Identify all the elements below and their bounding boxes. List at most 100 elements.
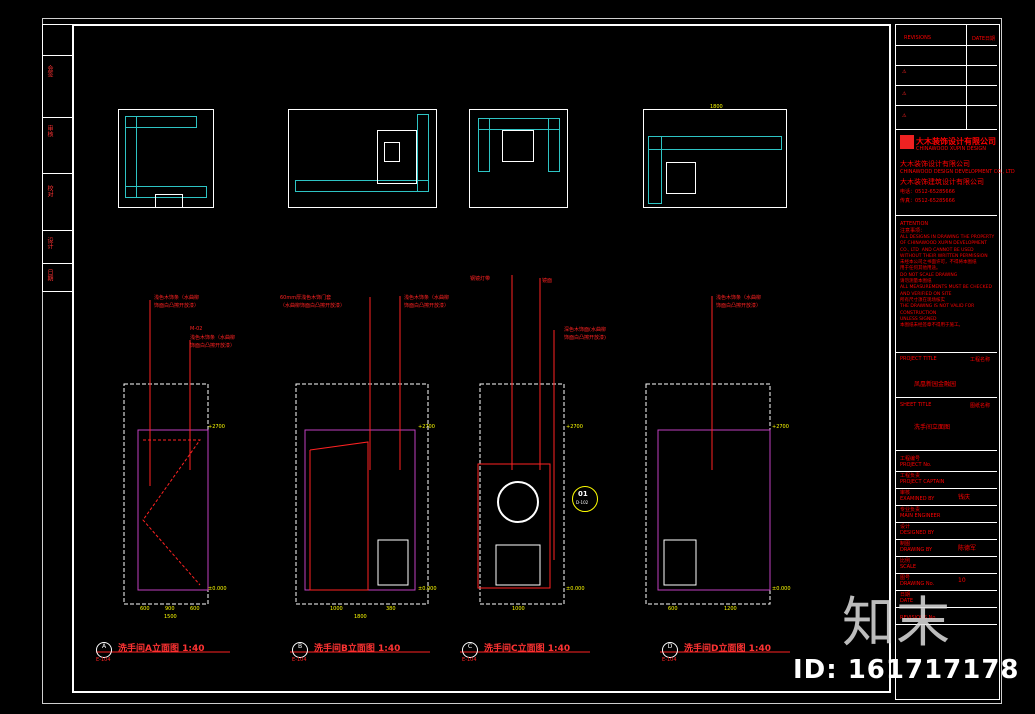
title-block-row-divider — [896, 607, 997, 608]
company-name: 大木装饰设计有限公司 — [916, 137, 996, 146]
dimension: 900 — [165, 606, 175, 612]
sheet-border — [72, 24, 891, 693]
company-name-en: CHINAWOOD XUPIN DESIGN — [916, 146, 987, 152]
callout-c: 深色木饰面(水曲柳 — [564, 327, 606, 333]
elevation-b-vanity — [377, 539, 409, 586]
title-block-row-cn: 图号 — [900, 575, 911, 581]
title-block-row-en: DRAWING BY — [900, 547, 933, 553]
warning-icon: ⚠ — [902, 91, 907, 97]
title-block-row-divider — [896, 505, 997, 506]
elevation-title: 洗手间C立面图 1:40 — [484, 644, 571, 654]
callout-b: 60mm厚浅色木饰门套 — [280, 295, 332, 301]
elevation-tag: D — [662, 642, 678, 658]
title-block-row-divider — [896, 556, 997, 557]
title-block-row-cn: 审核 — [900, 490, 911, 496]
height-mark: +2700 — [566, 424, 583, 430]
drawing-frame — [42, 18, 1002, 704]
detail-marker: 01 D-102 — [572, 486, 598, 512]
plan-a — [118, 109, 214, 208]
sheet-title-cn: 图纸名称 — [970, 403, 991, 409]
title-block-row-divider — [896, 539, 997, 540]
height-mark: ±0.000 — [566, 586, 585, 592]
elevation-c-outline — [479, 383, 565, 605]
elevation-c-vanity — [495, 544, 541, 586]
plan-d: 1800 — [643, 104, 787, 208]
height-mark: +2700 — [418, 424, 435, 430]
elevation-a-door-swing — [142, 439, 201, 586]
callout-a: 浅色木饰条（水曲柳 — [190, 335, 236, 341]
watermark-logo: 知末 — [842, 591, 950, 654]
dimension: 600 — [140, 606, 150, 612]
warning-icon: ⚠ — [902, 69, 907, 75]
elevation-b-wall — [304, 429, 416, 591]
title-block: REVISIONS DATE日期 ⚠ ⚠ ⚠ 大木装饰设计有限公司 CHINAW… — [895, 24, 1015, 700]
warning-icon: ⚠ — [902, 113, 907, 119]
attention-heading: ATTENTION 注意事项： — [900, 221, 929, 234]
plan-c — [469, 109, 568, 208]
title-block-row-en: SCALE — [900, 564, 917, 570]
company-fax: 传真：0512-65285666 — [900, 198, 955, 204]
height-mark: ±0.000 — [418, 586, 437, 592]
elevation-d-vanity — [663, 539, 697, 586]
strip-label: 设计 — [46, 237, 53, 249]
elevation-b-outline — [295, 383, 429, 605]
elevation-title: 洗手间D立面图 1:40 — [684, 644, 771, 654]
dimension: 600 — [668, 606, 678, 612]
title-block-row-cn: 比例 — [900, 558, 911, 564]
company-name-2: 大木装饰设计有限公司 — [900, 160, 970, 168]
dimension: 1000 — [330, 606, 343, 612]
date-label: DATE日期 — [972, 36, 996, 42]
strip-label: 校对 — [46, 185, 53, 197]
dimension: 600 — [190, 606, 200, 612]
elevation-sheet-ref: E-104 — [292, 657, 307, 663]
title-block-row-en: DATE — [900, 598, 914, 604]
sheet-title-label: SHEET TITLE — [900, 402, 932, 408]
elevation-a-outline — [123, 383, 209, 605]
title-block-row-en: EXAMINED BY — [900, 496, 935, 502]
strip-label: 日期 — [46, 269, 53, 281]
title-block-row-en: REVISIONS No. — [900, 615, 937, 621]
elevation-c-wall — [477, 463, 551, 589]
callout-a: M-02 — [190, 326, 203, 332]
height-mark: +2700 — [772, 424, 789, 430]
elevation-d-wall — [657, 429, 771, 591]
title-block-row-cn: 设计 — [900, 524, 911, 530]
elevation-title: 洗手间A立面图 1:40 — [118, 644, 205, 654]
title-block-row-en: PROJECT No. — [900, 462, 932, 468]
strip-label: 会签 — [46, 65, 53, 77]
callout-b: （水曲柳饰面白凸擦开放漆） — [280, 303, 346, 309]
signature-strip: 会签 审核 校对 设计 日期 — [42, 24, 73, 292]
title-block-row-cn: 工程负责 — [900, 473, 921, 479]
project-title-label: PROJECT TITLE — [900, 356, 937, 362]
elevation-title: 洗手间B立面图 1:40 — [314, 644, 401, 654]
project-title-cn: 工程名称 — [970, 357, 991, 363]
title-block-row-en: DESIGNED BY — [900, 530, 935, 536]
height-mark: ±0.000 — [772, 586, 791, 592]
callout-b: 饰面白凸擦开放漆） — [404, 303, 450, 309]
company-tel: 电话：0512-65285666 — [900, 189, 955, 195]
callout-a: 浅色木饰条（水曲柳 — [154, 295, 200, 301]
elevation-tag: C — [462, 642, 478, 658]
height-mark: ±0.000 — [208, 586, 227, 592]
title-block-row-val: 钱庆 — [958, 494, 971, 501]
elevation-sheet-ref: E-104 — [462, 657, 477, 663]
strip-label: 审核 — [46, 125, 53, 137]
dimension: 1800 — [354, 614, 367, 620]
callout-d: 饰面白凸擦开放漆） — [716, 303, 762, 309]
detail-marker-sheet: D-102 — [576, 500, 589, 505]
project-name: 凤凰新园金融园 — [914, 381, 957, 388]
plan-b — [288, 109, 437, 208]
title-block-row-divider — [896, 624, 997, 625]
title-block-row-val: 陈德军 — [958, 545, 977, 552]
revisions-label: REVISIONS — [904, 35, 932, 41]
elevation-tag: B — [292, 642, 308, 658]
elevation-tag: A — [96, 642, 112, 658]
title-block-row-en: PROJECT CAPTAIN — [900, 479, 945, 485]
elevation-b-door — [309, 441, 369, 591]
title-block-row-divider — [896, 573, 997, 574]
title-block-row-divider — [896, 522, 997, 523]
elevation-sheet-ref: E-104 — [662, 657, 677, 663]
detail-marker-number: 01 — [578, 490, 588, 498]
elevation-c-mirror — [497, 481, 539, 523]
dimension: 1500 — [164, 614, 177, 620]
